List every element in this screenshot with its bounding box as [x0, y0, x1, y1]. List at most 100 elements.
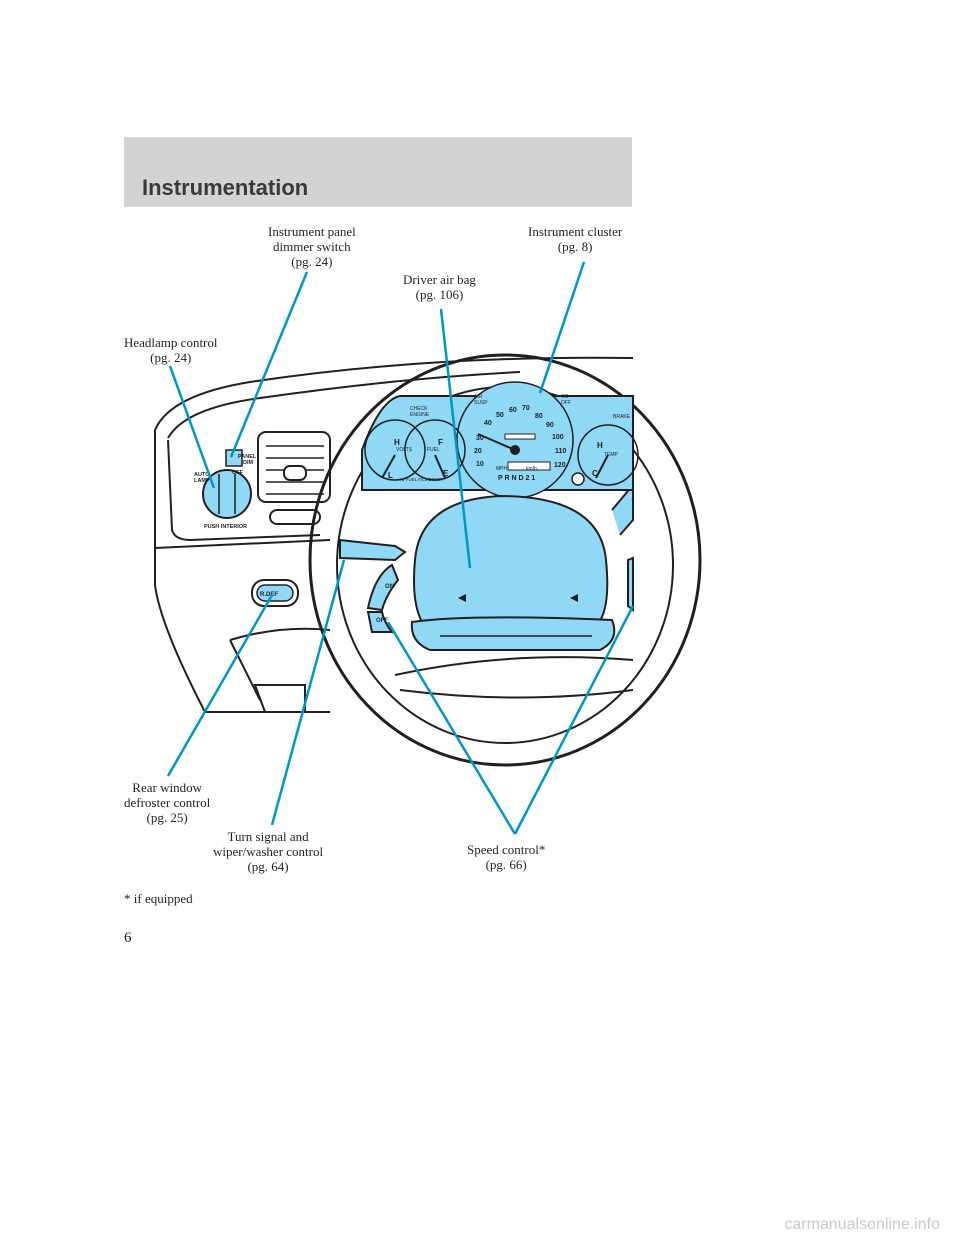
- speed-tick-70: 70: [522, 405, 530, 412]
- brake-label: BRAKE: [613, 414, 631, 420]
- speed-tick-40: 40: [484, 420, 492, 427]
- off-label: OFF: [232, 470, 244, 476]
- speed-tick-30: 30: [476, 435, 484, 442]
- check-engine-label-1: CHECK: [410, 406, 428, 412]
- callout-headlamp-line2: (pg. 24): [150, 350, 192, 365]
- speedometer-hub: [510, 445, 520, 455]
- section-title: Instrumentation: [142, 175, 309, 200]
- trip-display: [504, 433, 536, 440]
- volts-needle: [381, 454, 396, 479]
- steering-wheel-outer: [308, 353, 702, 767]
- gauge-h-left: H: [394, 438, 400, 447]
- callout-turn-signal-line3: (pg. 64): [247, 859, 289, 874]
- callout-dimmer-line1: Instrument panel: [268, 224, 356, 239]
- panel-dim-label-1: PANEL: [238, 454, 257, 460]
- callout-dimmer-line3: (pg. 24): [291, 254, 333, 269]
- dash-inner-outline: [167, 371, 521, 439]
- section-header-band: Instrumentation: [124, 137, 632, 207]
- fuel-gauge: [404, 419, 466, 481]
- callout-headlamp-line1: Headlamp control: [124, 335, 218, 350]
- callout-speed-control-line1: Speed control*: [467, 842, 546, 857]
- headlamp-control: PANEL DIM AUTO LAMP OFF PUSH INTERIOR: [194, 449, 257, 530]
- kmh-label: km/h: [526, 466, 537, 472]
- fuel-fill-door-label: ◄ FUEL FILL DOOR: [400, 477, 443, 482]
- od-off-label-1: OD: [561, 394, 569, 400]
- odometer-display: [507, 461, 551, 471]
- callout-speed-control: Speed control* (pg. 66): [467, 842, 545, 872]
- rear-defroster-control: R.DEF: [251, 579, 299, 607]
- callout-turn-signal-line2: wiper/washer control: [213, 844, 324, 859]
- check-engine-label-2: ENGINE: [410, 412, 430, 418]
- dash-left-panel: [167, 439, 321, 542]
- callout-cluster-line1: Instrument cluster: [528, 224, 623, 239]
- callout-turn-signal-line1: Turn signal and: [227, 829, 309, 844]
- speed-tick-90: 90: [546, 422, 554, 429]
- speed-on-button: [366, 563, 400, 612]
- speed-right-button: [627, 556, 634, 613]
- callout-line-headlamp: [168, 365, 216, 489]
- dash-face: [154, 430, 330, 713]
- fuel-needle: [434, 454, 446, 479]
- speed-off-button: [366, 611, 395, 633]
- auto-lamp-label-2: LAMP: [194, 478, 210, 484]
- volts-gauge: [364, 419, 426, 481]
- speed-on-label: ON: [385, 584, 394, 590]
- gauge-e: E: [443, 469, 449, 478]
- air-susp-label-1: AIR: [474, 394, 483, 400]
- airbag-cover: [413, 494, 609, 634]
- auto-lamp-label-1: AUTO: [194, 472, 210, 478]
- callout-turn-signal: Turn signal and wiper/washer control (pg…: [213, 829, 323, 874]
- speed-tick-80: 80: [535, 413, 543, 420]
- lower-slot: [253, 684, 306, 713]
- push-interior-label: PUSH INTERIOR: [204, 524, 247, 530]
- callout-line-dimmer: [229, 271, 309, 458]
- temp-label: TEMP: [604, 452, 619, 458]
- temp-gauge: [577, 424, 639, 486]
- headlamp-knob-grip: [218, 474, 236, 514]
- headlamp-knob: [202, 469, 252, 519]
- speed-control-buttons: ON OFF: [366, 556, 634, 633]
- callout-lines: [166, 261, 635, 835]
- rdef-label: R.DEF: [260, 592, 278, 598]
- callout-line-airbag: [439, 308, 472, 569]
- instrument-cluster: CHECK ENGINE AIR SUSP OD OFF BRAKE VOLTS…: [361, 381, 639, 499]
- speed-tick-100: 100: [552, 434, 564, 441]
- callout-rear-defrost-line3: (pg. 25): [146, 810, 188, 825]
- air-susp-label-2: SUSP: [474, 400, 488, 406]
- callout-speed-control-line2: (pg. 66): [485, 857, 527, 872]
- speed-tick-110: 110: [555, 448, 566, 455]
- glovebox-outline: [229, 627, 331, 701]
- callout-airbag-line1: Driver air bag: [403, 272, 476, 287]
- speed-off-label: OFF: [376, 618, 388, 624]
- callout-line-turn-signal: [270, 559, 346, 826]
- speed-tick-20: 20: [474, 448, 482, 455]
- callout-line-cluster: [538, 261, 586, 394]
- callout-rear-defrost-line1: Rear window: [132, 780, 202, 795]
- gauge-l-left: L: [388, 471, 393, 480]
- rear-defroster-button: [256, 584, 294, 602]
- speed-tick-60: 60: [509, 407, 517, 414]
- speed-tick-labels: 10 20 30 40 50 60 70 80 90 100 110 120: [474, 405, 566, 469]
- mph-label: MPH: [496, 466, 508, 472]
- speed-tick-50: 50: [496, 412, 504, 419]
- airbag-hub: [410, 494, 616, 651]
- footnote: * if equipped: [124, 891, 193, 906]
- trip-reset-knob: [571, 472, 585, 486]
- panel-dim-label-2: DIM: [243, 460, 254, 466]
- od-off-label-2: OFF: [561, 400, 571, 406]
- page-number: 6: [124, 930, 132, 946]
- dash-lower-edge: [154, 539, 331, 549]
- callout-dimmer-line2: dimmer switch: [273, 239, 351, 254]
- gauge-f: F: [438, 438, 443, 447]
- watermark: carmanualsonline.info: [784, 1216, 940, 1233]
- steering-right-spoke: [611, 482, 634, 536]
- speed-tick-10: 10: [476, 461, 484, 468]
- volts-label: VOLTS: [396, 447, 413, 453]
- speed-tick-120: 120: [554, 462, 566, 469]
- horn-icon-right: [570, 594, 578, 602]
- horn-icon-left: [458, 594, 466, 602]
- callout-line-speed-right: [513, 605, 635, 835]
- turn-signal-stalk: [339, 538, 407, 562]
- prnd-label: P R N D 2 1: [498, 475, 535, 482]
